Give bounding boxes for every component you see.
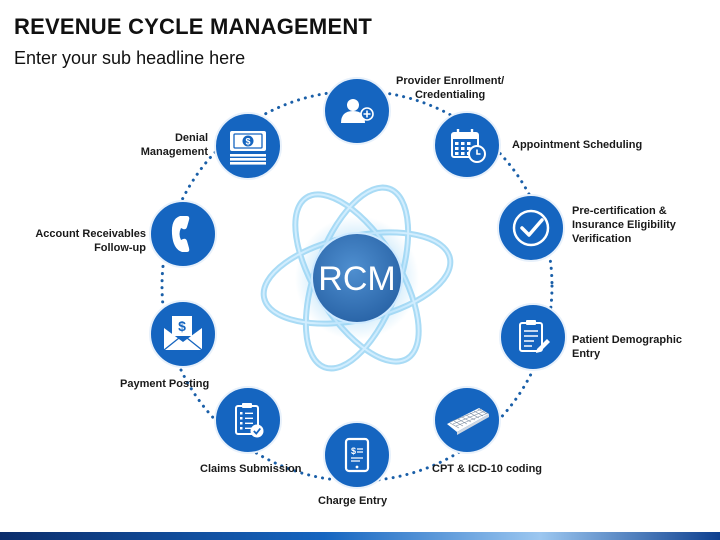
- money-stack-icon: $: [230, 131, 266, 165]
- node-provider-enrollment: [323, 77, 391, 145]
- node-payment-posting: $: [149, 300, 217, 368]
- node-circle: [497, 194, 565, 262]
- node-label-line: Appointment Scheduling: [512, 139, 643, 151]
- node-circle: [499, 303, 567, 371]
- node-label-pre-certification: Pre-certification & Insurance Eligibility…: [572, 204, 676, 246]
- node-label-line: Verification: [572, 233, 632, 245]
- node-circle: [323, 421, 391, 489]
- node-denial-management: $: [214, 112, 282, 180]
- node-charge-entry: $: [323, 421, 391, 489]
- node-label-line: Insurance Eligibility: [572, 219, 676, 231]
- keyboard-icon: [447, 408, 489, 435]
- node-label-line: Credentialing: [414, 89, 486, 101]
- calendar-clock-icon: [451, 129, 486, 163]
- node-label-line: Patient Demographic: [572, 334, 683, 346]
- clipboard-check-icon: [235, 403, 264, 438]
- user-add-icon: [341, 99, 374, 123]
- node-pre-certification: [497, 194, 565, 262]
- node-label-line: Payment Posting: [120, 378, 210, 390]
- check-circle-icon: [512, 209, 550, 247]
- node-label-line: Provider Enrollment/: [396, 75, 505, 87]
- center-circle: [311, 232, 403, 324]
- node-label-line: Management: [140, 146, 208, 158]
- node-label-charge-entry: Charge Entry: [318, 494, 387, 508]
- phone-icon: [171, 216, 190, 252]
- node-label-line: CPT & ICD-10 coding: [432, 463, 543, 475]
- node-circle: [149, 200, 217, 268]
- node-label-line: Pre-certification &: [572, 205, 667, 217]
- node-claims-submission: [214, 386, 282, 454]
- node-cpt-icd-coding: [433, 386, 501, 454]
- envelope-dollar-icon: $: [163, 316, 203, 351]
- node-label-line: Account Receivables: [35, 228, 146, 240]
- node-label-line: Follow-up: [94, 242, 146, 254]
- node-label-line: Denial: [174, 132, 208, 144]
- node-label-appointment-scheduling: Appointment Scheduling: [512, 138, 642, 152]
- node-account-receivables: [149, 200, 217, 268]
- node-appointment-scheduling: [433, 111, 501, 179]
- tablet-invoice-icon: $: [344, 437, 370, 473]
- center-label: RCM: [318, 260, 395, 298]
- page-subtitle: Enter your sub headline here: [14, 48, 246, 68]
- svg-text:$: $: [351, 446, 356, 456]
- node-label-line: Claims Submission: [200, 463, 302, 475]
- clipboard-pen-icon: [519, 320, 550, 353]
- node-label-claims-submission: Claims Submission: [200, 462, 301, 476]
- node-label-payment-posting: Payment Posting: [120, 377, 209, 391]
- node-patient-demographic-entry: [499, 303, 567, 371]
- node-label-line: Entry: [572, 348, 601, 360]
- footer-bar: [0, 532, 720, 540]
- node-circle: [323, 77, 391, 145]
- node-label-provider-enrollment: Provider Enrollment/Credentialing: [396, 74, 504, 102]
- node-label-line: Charge Entry: [318, 495, 388, 507]
- node-label-cpt-icd-coding: CPT & ICD-10 coding: [432, 462, 542, 476]
- node-circle: [214, 386, 282, 454]
- svg-text:$: $: [178, 318, 186, 334]
- page-title: REVENUE CYCLE MANAGEMENT: [14, 14, 373, 39]
- svg-text:$: $: [245, 137, 250, 147]
